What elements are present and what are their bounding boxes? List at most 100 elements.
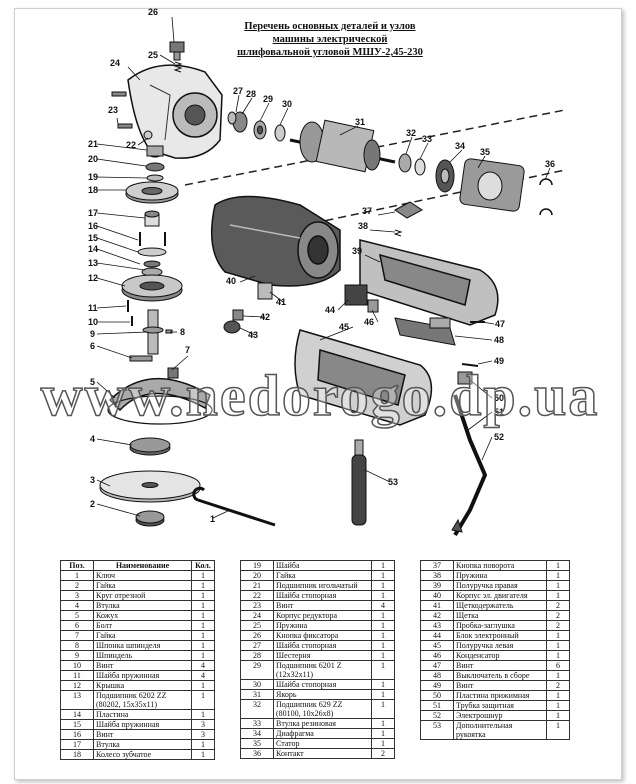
row-qty: 1 [191, 570, 215, 581]
callout-labels: 1 2 3 4 5 6 7 8 9 10 11 12 13 14 15 16 1… [88, 7, 555, 524]
row-pos: 44 [420, 630, 454, 641]
label-30: 30 [282, 99, 292, 109]
row-qty: 1 [371, 718, 395, 729]
row-name: Корпус эл. двигателя [453, 590, 547, 601]
row-qty: 4 [371, 600, 395, 611]
row-qty: 1 [371, 570, 395, 581]
row-name: Электрошнур [453, 710, 547, 721]
row-qty: 1 [371, 630, 395, 641]
row-pos: 28 [240, 650, 274, 661]
row-qty: 1 [546, 690, 570, 701]
row-pos: 37 [420, 560, 454, 571]
label-19: 19 [88, 172, 98, 182]
row-pos: 49 [420, 680, 454, 691]
row-name: Подшипник игольчатый [273, 580, 372, 591]
row-qty: 1 [371, 728, 395, 739]
label-8: 8 [180, 327, 185, 337]
row-qty: 1 [191, 600, 215, 611]
row-qty: 2 [546, 610, 570, 621]
row-name: Ключ [93, 570, 192, 581]
baffle [435, 159, 455, 193]
row-pos: 32 [240, 699, 274, 719]
row-name: Винт [453, 680, 547, 691]
row-name: Шайба стопорная [273, 640, 372, 651]
row-qty: 2 [546, 620, 570, 631]
row-name: Пластина [93, 709, 192, 720]
row-pos: 42 [420, 610, 454, 621]
label-6: 6 [90, 341, 95, 351]
row-pos: 14 [60, 709, 94, 720]
row-name: Трубка защитная [453, 700, 547, 711]
row-name: Якорь [273, 689, 372, 700]
label-23: 23 [108, 105, 118, 115]
row-qty: 1 [546, 630, 570, 641]
label-7: 7 [185, 345, 190, 355]
title-line-3: шлифовальной угловой МШУ-2,45-230 [237, 47, 423, 58]
row-name: Подшипник 6202 ZZ (80202, 15x35x11) [93, 690, 192, 710]
label-53: 53 [388, 477, 398, 487]
stator [459, 158, 525, 212]
row-name: Шпиндель [93, 650, 192, 661]
row-qty: 6 [546, 660, 570, 671]
row-pos: 7 [60, 630, 94, 641]
row-pos: 51 [420, 700, 454, 711]
exploded-view-diagram: 1 2 3 4 5 6 7 8 9 10 11 12 13 14 15 16 1… [88, 7, 566, 537]
row-qty: 1 [191, 709, 215, 720]
row-qty: 1 [371, 679, 395, 690]
label-40: 40 [226, 276, 236, 286]
label-17: 17 [88, 208, 98, 218]
row-name: Шайба стопорная [273, 590, 372, 601]
row-name: Статор [273, 738, 372, 749]
row-qty: 1 [371, 650, 395, 661]
label-20: 20 [88, 154, 98, 164]
armature [289, 119, 396, 173]
row-pos: 22 [240, 590, 274, 601]
row-pos: 47 [420, 660, 454, 671]
label-2: 2 [90, 499, 95, 509]
title-line-1: Перечень основных деталей и узлов [244, 21, 416, 32]
row-pos: 21 [240, 580, 274, 591]
pinion-gear [227, 111, 248, 133]
row-pos: 19 [240, 560, 274, 571]
row-pos: 18 [60, 749, 94, 760]
switch-assembly [394, 317, 456, 346]
row-qty: 1 [546, 650, 570, 661]
row-qty: 1 [546, 580, 570, 591]
row-name: Шайба [273, 560, 372, 571]
inner-flange [129, 437, 171, 456]
row-qty: 1 [546, 670, 570, 681]
row-pos: 20 [240, 570, 274, 581]
label-18: 18 [88, 185, 98, 195]
armature-bearings [253, 120, 286, 142]
row-pos: 31 [240, 689, 274, 700]
row-pos: 3 [60, 590, 94, 601]
row-qty: 1 [191, 580, 215, 591]
label-39: 39 [352, 246, 362, 256]
